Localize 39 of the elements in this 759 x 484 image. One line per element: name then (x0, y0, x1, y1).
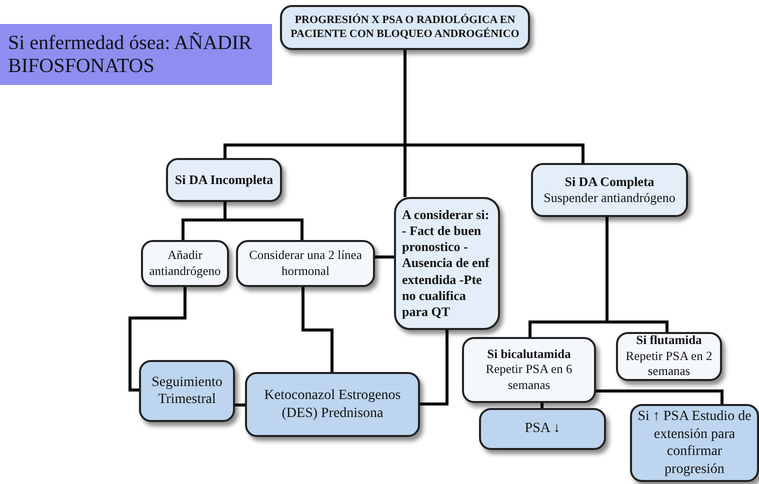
connector-line (128, 287, 186, 392)
result-box (139, 360, 235, 422)
connector-line (606, 217, 668, 332)
box-text: Repetir PSA en 2 semanas (624, 348, 714, 380)
box-text: A considerar si: - Fact de buen pronostico - Ausencia de enf extendida -Pte no cualifica para QT (402, 206, 490, 320)
connector-line (596, 390, 724, 404)
connector-line (375, 256, 394, 258)
box-text: PROGRESIÓN X PSA O RADIOLÓGICA EN PACIENTE CON BLOQUEO ANDROGÉNICO (290, 14, 520, 42)
connector-line (420, 330, 448, 406)
box-heading: Si DA Completa (564, 174, 654, 190)
process-box (616, 332, 722, 381)
box-text: PSA ↓ (524, 420, 560, 438)
box-heading: Si bicalutamida (487, 346, 571, 362)
box-text: Si ↑ PSA Estudio de extensión para confirmar progresión (636, 408, 752, 478)
process-box (394, 197, 500, 330)
box-text: Repetir PSA en 6 semanas (484, 362, 574, 394)
box-text: Si enfermedad ósea: AÑADIR BIFOSFONATOS (8, 32, 253, 78)
connector-line (302, 287, 334, 372)
connector-line (540, 403, 544, 408)
connector-line (404, 50, 584, 163)
title-box (280, 5, 530, 50)
process-box (166, 158, 282, 202)
process-box (531, 163, 688, 217)
result-box (630, 404, 759, 482)
box-text: Suspender antiandrógeno (544, 190, 676, 206)
box-text: Seguimiento Trimestral (150, 374, 224, 408)
box-text: Si DA Incompleta (174, 172, 274, 188)
box-text: Considerar una 2 línea hormonal (248, 248, 363, 280)
connector-line (235, 404, 245, 406)
connector-line (224, 202, 304, 240)
process-box (141, 240, 229, 287)
box-text: Ketoconazol Estrogenos (DES) Prednisona (263, 387, 402, 422)
result-box (479, 408, 606, 450)
box-text: Añadir antiandrógeno (148, 248, 222, 280)
process-box (236, 240, 375, 287)
note-box (0, 24, 272, 85)
result-box (245, 372, 420, 437)
process-box (462, 337, 596, 403)
box-heading: Si flutamida (636, 333, 702, 349)
